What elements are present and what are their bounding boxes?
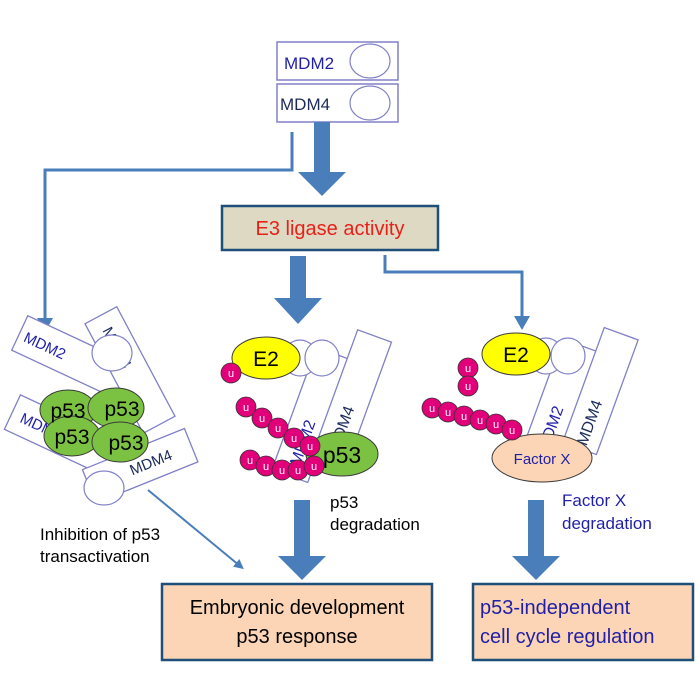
left-complex: MDM2 MDM4 MDM2 MDM4 p53 p53 p53 p53 bbox=[3, 305, 199, 506]
middle-ub-5 bbox=[299, 435, 321, 457]
p53-degradation-line2: degradation bbox=[330, 515, 420, 534]
right-ub-7 bbox=[501, 419, 523, 441]
left-p53-label-3: p53 bbox=[54, 426, 89, 449]
right-factor-x-label: Factor X bbox=[514, 451, 571, 468]
outcome-left-line1: Embryonic development bbox=[190, 597, 405, 619]
middle-e2 bbox=[231, 336, 301, 380]
middle-ub-3 bbox=[267, 417, 289, 439]
middle-ub-label-5: u bbox=[307, 441, 313, 453]
arrow-e3-to-middle bbox=[274, 256, 322, 324]
middle-ub-label-8: u bbox=[279, 465, 285, 477]
right-e2-label: E2 bbox=[503, 344, 529, 367]
middle-ub-label-4: u bbox=[291, 433, 297, 445]
inhibition-label-line2: transactivation bbox=[40, 547, 150, 566]
connector-left-to-outcome bbox=[147, 489, 244, 570]
right-ub-label-7: u bbox=[509, 425, 515, 437]
left-p53-label-2: p53 bbox=[104, 398, 139, 421]
right-ub-label-2: u bbox=[429, 403, 435, 415]
middle-ub-label-1: u bbox=[243, 402, 249, 414]
right-e2 bbox=[481, 332, 551, 376]
middle-ub-label-7: u bbox=[263, 461, 269, 473]
left-upper-circle bbox=[91, 334, 133, 372]
right-ub-label-4: u bbox=[461, 411, 467, 423]
right-factor-x bbox=[491, 433, 593, 483]
top-mdm4-circle bbox=[349, 85, 391, 121]
p53-degradation-line1: p53 bbox=[330, 493, 358, 512]
right-circle-2 bbox=[550, 337, 586, 375]
right-ub-label-0: u bbox=[465, 363, 471, 375]
right-ub-label-3: u bbox=[445, 407, 451, 419]
middle-ub-1 bbox=[235, 396, 257, 418]
top-mdm4-label: MDM4 bbox=[280, 95, 330, 114]
middle-p53-label: p53 bbox=[323, 442, 361, 468]
left-p53-4 bbox=[91, 421, 149, 463]
left-lower-circle bbox=[83, 470, 125, 506]
middle-ub-label-2: u bbox=[259, 413, 265, 425]
top-mdm2-label: MDM2 bbox=[284, 54, 334, 73]
right-ub-1 bbox=[457, 375, 479, 397]
left-p53-label-1: p53 bbox=[50, 400, 85, 423]
outcome-right-box bbox=[471, 582, 695, 662]
middle-ub-label-0: u bbox=[228, 368, 234, 380]
outcome-left-box bbox=[160, 582, 434, 662]
right-ub-label-6: u bbox=[493, 419, 499, 431]
middle-circle-2 bbox=[304, 339, 340, 377]
thick-arrows bbox=[274, 122, 560, 580]
middle-ub-0 bbox=[220, 362, 242, 384]
middle-ub-label-6: u bbox=[247, 455, 253, 467]
fx-degradation-line1: Factor X bbox=[562, 491, 626, 510]
arrowhead-right-complex bbox=[514, 316, 530, 330]
outcome-right-line1: p53-independent bbox=[480, 597, 631, 619]
top-mdm2-circle bbox=[349, 43, 391, 79]
outcome-left-line2: p53 response bbox=[236, 626, 357, 648]
middle-ub-label-9: u bbox=[295, 465, 301, 477]
top-mdm-group: MDM2 MDM4 bbox=[276, 41, 399, 123]
middle-ub-2 bbox=[251, 407, 273, 429]
arrow-middle-to-outcome-left bbox=[278, 500, 326, 580]
right-ub-label-1: u bbox=[465, 381, 471, 393]
connector-e3-to-right bbox=[383, 255, 524, 318]
outcome-right-line2: cell cycle regulation bbox=[480, 626, 655, 648]
arrow-right-to-outcome-right bbox=[512, 500, 560, 580]
arrow-top-to-e3 bbox=[298, 122, 346, 196]
connector-mdm-to-left bbox=[43, 132, 294, 320]
inhibition-label-line1: Inhibition of p53 bbox=[40, 525, 160, 544]
fx-degradation-line2: degradation bbox=[562, 514, 652, 533]
right-ub-label-5: u bbox=[477, 415, 483, 427]
middle-ub-label-3: u bbox=[275, 423, 281, 435]
middle-ub-10 bbox=[303, 455, 325, 477]
e3-ligase-label: E3 ligase activity bbox=[256, 218, 405, 240]
middle-ub-label-10: u bbox=[311, 461, 317, 473]
e3-ligase-box bbox=[220, 204, 440, 252]
middle-e2-label: E2 bbox=[253, 348, 279, 371]
left-p53-label-4: p53 bbox=[108, 432, 143, 455]
